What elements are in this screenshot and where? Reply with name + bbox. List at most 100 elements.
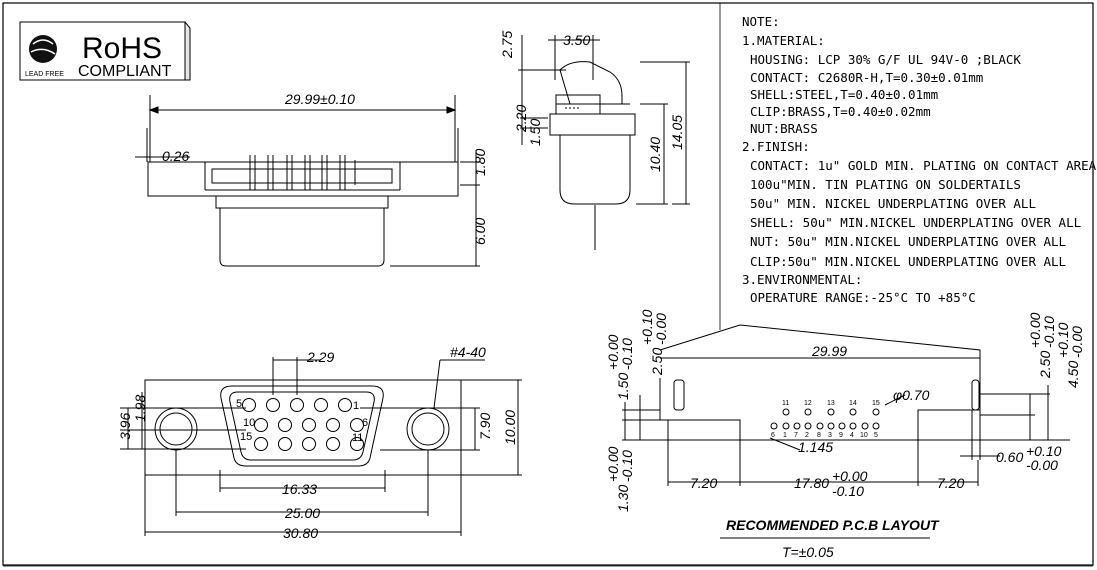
pin-hole	[254, 437, 268, 451]
badge-subtitle: COMPLIANT	[78, 63, 172, 80]
pin-label: 11	[352, 432, 363, 444]
note-line: SHELL:STEEL,T=0.40±0.01mm	[750, 87, 938, 102]
pin-hole	[326, 418, 340, 432]
pin-hole	[338, 398, 352, 412]
front-width-b: 25.00	[284, 505, 320, 521]
front-width-a: 16.33	[282, 481, 317, 497]
pcb-left-b-tol-plus: +0.00	[605, 334, 621, 370]
note-line: HOUSING: LCP 30% G/F UL 94V-0 ;BLACK	[750, 52, 1021, 67]
pcb-hole	[861, 422, 869, 430]
note-line: CONTACT: C2680R-H,T=0.30±0.01mm	[750, 70, 983, 85]
pin-label: 1	[353, 400, 359, 412]
pcb-hole-label: 11	[782, 400, 789, 407]
pcb-hole	[804, 422, 812, 430]
end-dim-a: 2.20	[513, 105, 529, 133]
pcb-right-c-tol-plus: +0.10	[1026, 443, 1062, 459]
note-line: CLIP:50u" MIN.NICKEL UNDERPLATING OVER A…	[750, 254, 1066, 269]
side-height-dim-b: 6.00	[472, 218, 488, 245]
pin-label: 6	[362, 417, 368, 429]
pcb-hole-label: 14	[849, 400, 857, 407]
pcb-left-a-tol-minus: -0.00	[653, 313, 669, 345]
pcb-holes	[770, 408, 880, 430]
pin-hole	[302, 418, 316, 432]
pcb-hole-label: 12	[804, 400, 812, 407]
end-width-dim: 3.50	[563, 32, 590, 48]
pcb-hole	[872, 408, 880, 416]
pcb-bottom-mid-tol-plus: +0.00	[832, 468, 868, 484]
pin-hole	[242, 398, 256, 412]
note-line: 2.FINISH:	[742, 139, 810, 154]
notes-title: NOTE:	[742, 14, 780, 29]
pcb-hole	[827, 422, 835, 430]
front-height-outer: 10.00	[502, 410, 518, 445]
pcb-hole-label: 7	[794, 432, 798, 439]
pcb-right-b-tol-minus: -0.00	[1069, 326, 1085, 358]
pcb-bottom-mid-tol-minus: -0.10	[832, 483, 864, 499]
pcb-left-b-tol-minus: -0.10	[619, 338, 635, 370]
pcb-hole	[782, 408, 790, 416]
pin-hole	[302, 437, 316, 451]
pin-label: 5	[236, 398, 242, 410]
pcb-hole	[782, 422, 790, 430]
note-line: 1.MATERIAL:	[742, 33, 825, 48]
end-dim-c: 10.40	[647, 137, 663, 172]
pcb-slot	[971, 379, 980, 411]
pcb-hole-label: 3	[828, 432, 832, 439]
end-dim-b: 1.50	[527, 119, 543, 146]
note-line: 100u"MIN. TIN PLATING ON SOLDERTAILS	[750, 177, 1021, 192]
side-width-dim: 29.99±0.10	[284, 91, 355, 107]
pcb-right-c: 0.60	[996, 449, 1023, 465]
pcb-right-b: 4.50	[1065, 361, 1081, 388]
pcb-left-c: 1.30	[615, 485, 631, 512]
pcb-slot	[673, 379, 685, 411]
side-view	[135, 95, 480, 267]
pcb-hole	[849, 408, 857, 416]
pcb-hole-label: 2	[805, 432, 809, 439]
note-line: OPERATURE RANGE:-25°C TO +85°C	[750, 290, 976, 305]
side-height-dim-a: 1.80	[472, 149, 488, 176]
pcb-pitch-dim: 1.145	[798, 439, 833, 455]
lead-free-logo-icon	[29, 35, 57, 63]
pin-hole	[278, 437, 292, 451]
pcb-hole	[849, 422, 857, 430]
end-dim-d: 14.05	[669, 115, 685, 150]
pcb-hole-label: 1	[783, 432, 787, 439]
pin-hole	[314, 398, 328, 412]
pcb-hole-label: 4	[850, 432, 854, 439]
pcb-left-b: 1.50	[615, 373, 631, 400]
pcb-bottom-left: 7.20	[690, 475, 717, 491]
pcb-hole	[804, 408, 812, 416]
pin-hole	[326, 437, 340, 451]
pin-hole	[278, 418, 292, 432]
pcb-hole-label: 5	[874, 432, 878, 439]
pcb-hole	[827, 408, 835, 416]
pcb-right-b-tol-plus: +0.10	[1055, 322, 1071, 358]
pin-hole	[350, 418, 364, 432]
pcb-hole-labels: 11 12 13 14 15 6 1 7 2 8 3 9 4 10 5	[771, 400, 880, 439]
pcb-hole	[816, 422, 824, 430]
pcb-hole-label: 13	[827, 400, 835, 407]
pcb-hole	[793, 422, 801, 430]
end-view	[518, 35, 690, 250]
pcb-tolerance: T=±0.05	[782, 544, 834, 560]
note-line: 50u" MIN. NICKEL UNDERPLATING OVER ALL	[750, 196, 1036, 211]
pcb-hole-label: 15	[872, 400, 880, 407]
pcb-hole-label: 8	[817, 432, 821, 439]
pcb-right-a: 2.50	[1037, 351, 1053, 379]
pcb-bottom-right: 7.20	[937, 475, 964, 491]
note-line: CLIP:BRASS,T=0.40±0.02mm	[750, 104, 931, 119]
pin-label: 15	[240, 431, 252, 443]
front-view	[120, 357, 522, 536]
note-line: CONTACT: 1u" GOLD MIN. PLATING ON CONTAC…	[750, 158, 1097, 173]
row-dim-a: 1.98	[132, 395, 148, 422]
front-pitch-dim: 2.29	[306, 349, 334, 365]
row-dim-b: 3.96	[117, 413, 133, 440]
pcb-left-a: 2.50	[649, 348, 665, 376]
screw-label: #4-40	[450, 344, 486, 360]
pcb-hole-dim: φ0.70	[893, 387, 930, 403]
pin-hole	[290, 398, 304, 412]
front-height-inner: 7.90	[477, 413, 493, 440]
side-tab-dim: 0.26	[162, 148, 189, 164]
